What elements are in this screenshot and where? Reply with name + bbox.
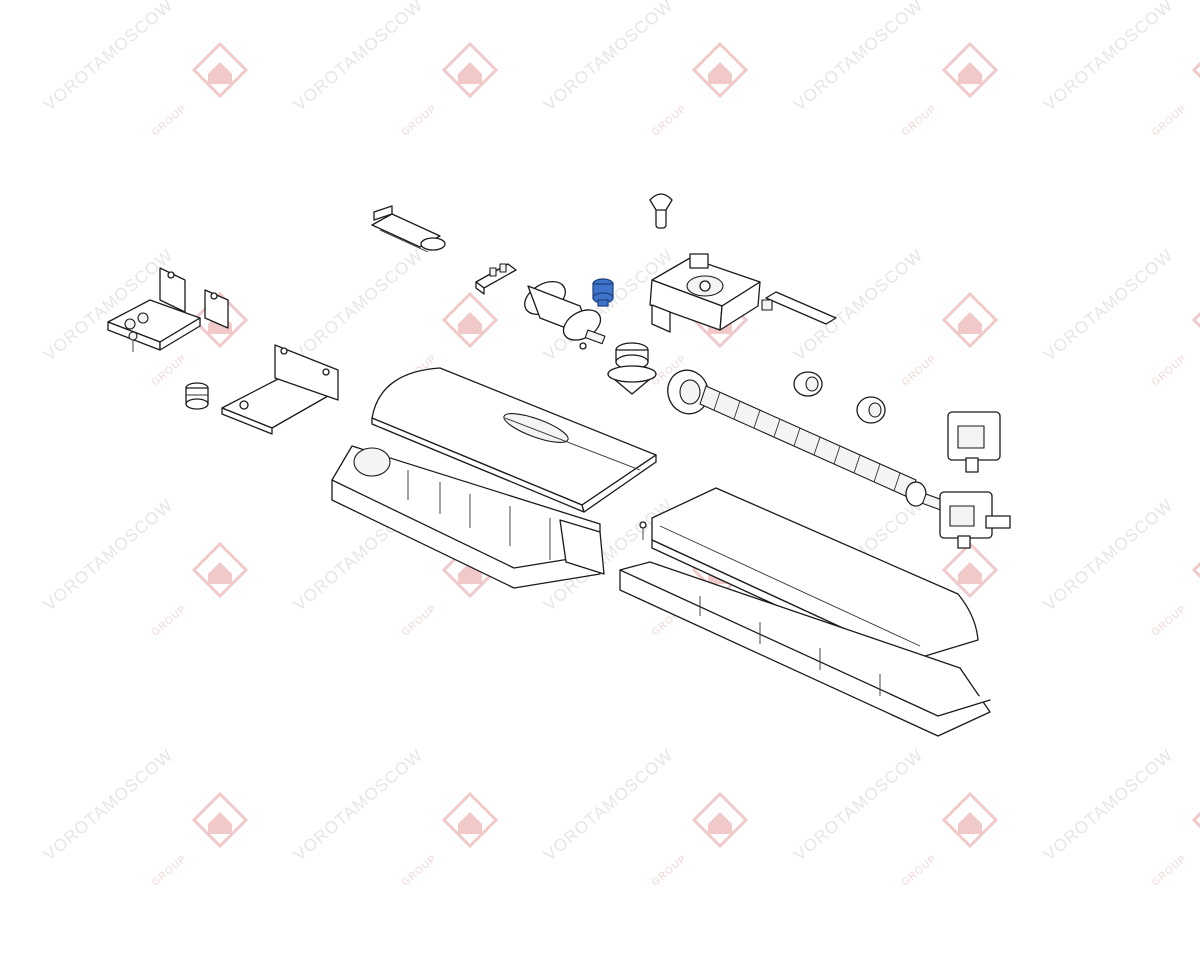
gear-icon — [607, 342, 657, 395]
lower-housing-left-icon — [331, 445, 605, 589]
lower-housing-right-icon — [619, 561, 991, 737]
worm-screw-icon — [667, 369, 955, 515]
screw-icon — [639, 521, 647, 540]
wall-plate-icon — [221, 344, 339, 435]
exploded-parts-diagram — [107, 193, 1011, 737]
switch-icon — [475, 263, 517, 295]
limit-carriage-icon — [939, 411, 1011, 549]
upper-cover-left-icon — [371, 367, 657, 513]
ring-icon — [793, 371, 886, 424]
cable-clip-icon — [371, 205, 446, 253]
mounting-bracket-icon — [107, 267, 229, 352]
coupling-highlighted-icon[interactable] — [592, 278, 614, 307]
bushing-icon — [185, 382, 209, 410]
motor-icon — [524, 280, 606, 350]
release-lever-icon — [761, 291, 837, 325]
gearbox-icon — [649, 253, 761, 333]
release-key-icon — [649, 193, 673, 229]
